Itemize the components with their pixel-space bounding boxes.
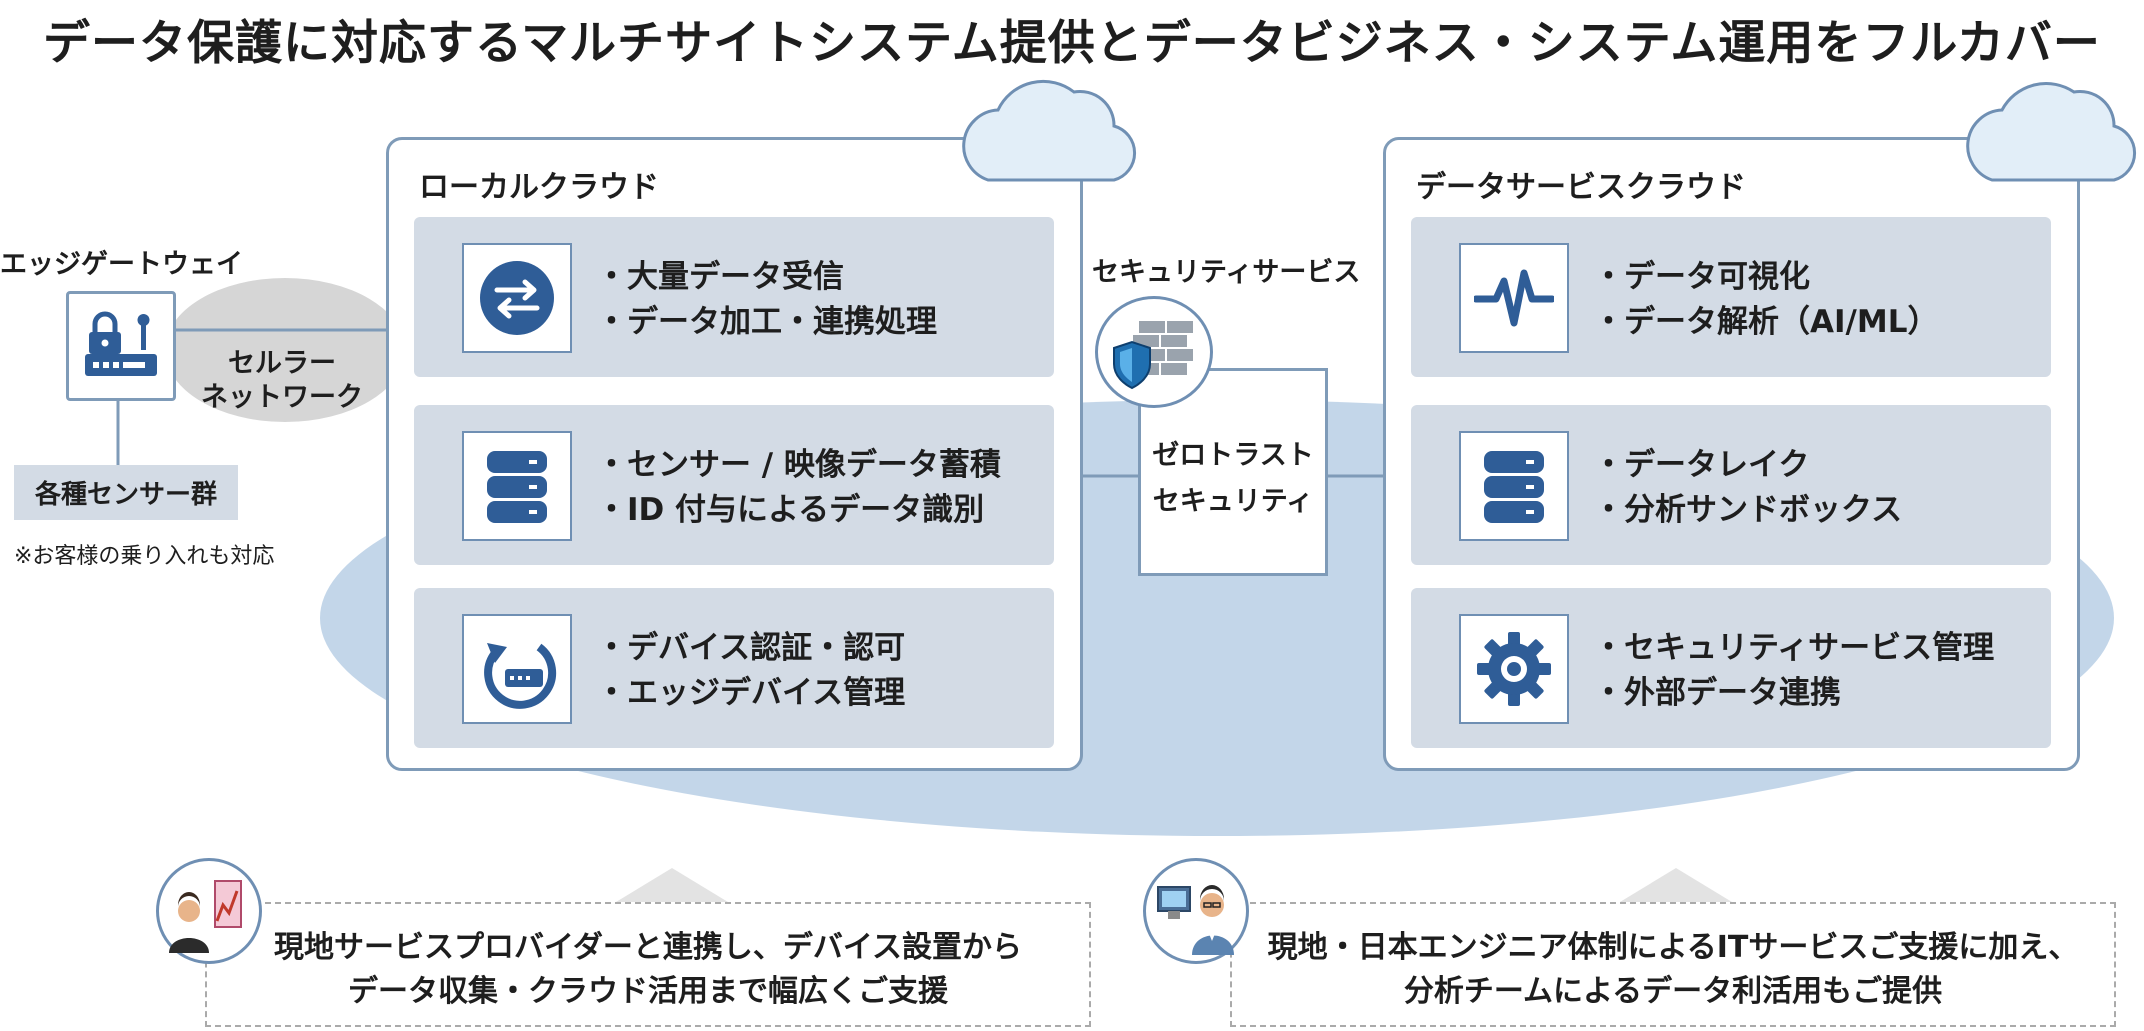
local-cloud-icon	[962, 79, 1137, 182]
row-line: ・セキュリティサービス管理	[1593, 630, 1995, 666]
local-row-device: ・デバイス認証・認可 ・エッジデバイス管理	[414, 588, 1054, 748]
engineer-person-icon	[1143, 858, 1249, 964]
data-row-lake: ・データレイク ・分析サンドボックス	[1411, 405, 2051, 565]
pulse-icon	[1459, 243, 1569, 353]
data-cloud-title: データサービスクラウド	[1416, 170, 1746, 205]
row-line: ・データ加工・連携処理	[596, 304, 937, 340]
row-line: ・データ可視化	[1593, 259, 1810, 295]
row-line: ・ID 付与によるデータ識別	[596, 492, 985, 528]
row-line: ・大量データ受信	[596, 259, 844, 295]
local-row-storage: ・センサー / 映像データ蓄積 ・ID 付与によるデータ識別	[414, 405, 1054, 565]
support-line: 現地サービスプロバイダーと連携し、デバイス設置から	[274, 930, 1022, 965]
edge-gateway-label: エッジゲートウェイ	[0, 249, 243, 280]
cellular-network-ellipse	[165, 278, 405, 422]
support-triangle-right	[1620, 868, 1732, 902]
row-line: ・センサー / 映像データ蓄積	[596, 447, 1001, 483]
device-refresh-icon	[462, 614, 572, 724]
customer-note: ※お客様の乗り入れも対応	[14, 544, 275, 569]
support-triangle-left	[616, 868, 728, 902]
gear-icon	[1459, 614, 1569, 724]
diagram-title: データ保護に対応するマルチサイトシステム提供とデータビジネス・システム運用をフル…	[43, 16, 2101, 71]
zt-line-1: ゼロトラスト	[1152, 440, 1314, 471]
local-row-receive-text: ・大量データ受信 ・データ加工・連携処理	[596, 255, 937, 345]
row-line: ・外部データ連携	[1593, 675, 1841, 711]
support-box-provider: 現地サービスプロバイダーと連携し、デバイス設置から データ収集・クラウド活用まで…	[205, 902, 1091, 1027]
data-row-visualize: ・データ可視化 ・データ解析（AI/ML）	[1411, 217, 2051, 377]
firewall-shield-icon	[1095, 296, 1213, 408]
row-line: ・分析サンドボックス	[1593, 492, 1903, 528]
gateway-device	[66, 291, 176, 401]
data-row-lake-text: ・データレイク ・分析サンドボックス	[1593, 443, 1902, 533]
cellular-network-label: セルラー ネットワーク	[192, 347, 372, 415]
local-row-device-text: ・デバイス認証・認可 ・エッジデバイス管理	[596, 626, 905, 716]
router-lock-icon	[85, 311, 157, 376]
data-cloud-icon	[1966, 82, 2137, 182]
row-line: ・エッジデバイス管理	[596, 675, 906, 711]
row-line: ・データレイク	[1593, 447, 1810, 483]
security-service-label: セキュリティサービス	[1092, 257, 1361, 288]
support-line: 現地・日本エンジニア体制によるITサービスご支援に加え、	[1267, 930, 2079, 965]
zt-line-2: セキュリティ	[1152, 486, 1314, 517]
support-line: データ収集・クラウド活用まで幅広くご支援	[348, 974, 948, 1009]
local-row-storage-text: ・センサー / 映像データ蓄積 ・ID 付与によるデータ識別	[596, 443, 1001, 533]
database-icon	[1459, 431, 1569, 541]
local-cloud-title: ローカルクラウド	[419, 170, 659, 205]
support-box-engineer: 現地・日本エンジニア体制によるITサービスご支援に加え、 分析チームによるデータ…	[1230, 902, 2116, 1027]
transfer-arrows-icon	[462, 243, 572, 353]
row-line: ・データ解析（AI/ML）	[1593, 304, 1939, 340]
data-row-security-text: ・セキュリティサービス管理 ・外部データ連携	[1593, 626, 1994, 716]
row-line: ・デバイス認証・認可	[596, 630, 906, 666]
data-row-visualize-text: ・データ可視化 ・データ解析（AI/ML）	[1593, 255, 1938, 345]
cellular-line-2: ネットワーク	[201, 382, 363, 413]
local-cloud-panel: ローカルクラウド ・大量データ受信 ・データ加工・連携処理	[386, 137, 1083, 771]
database-icon	[462, 431, 572, 541]
local-row-receive: ・大量データ受信 ・データ加工・連携処理	[414, 217, 1054, 377]
cellular-line-1: セルラー	[228, 348, 336, 379]
sensor-group-box: 各種センサー群	[14, 465, 238, 520]
support-line: 分析チームによるデータ利活用もご提供	[1403, 974, 1943, 1009]
data-row-security: ・セキュリティサービス管理 ・外部データ連携	[1411, 588, 2051, 748]
data-cloud-panel: データサービスクラウド ・データ可視化 ・データ解析（AI/ML） ・データレイ…	[1383, 137, 2080, 771]
provider-person-icon	[156, 858, 262, 964]
